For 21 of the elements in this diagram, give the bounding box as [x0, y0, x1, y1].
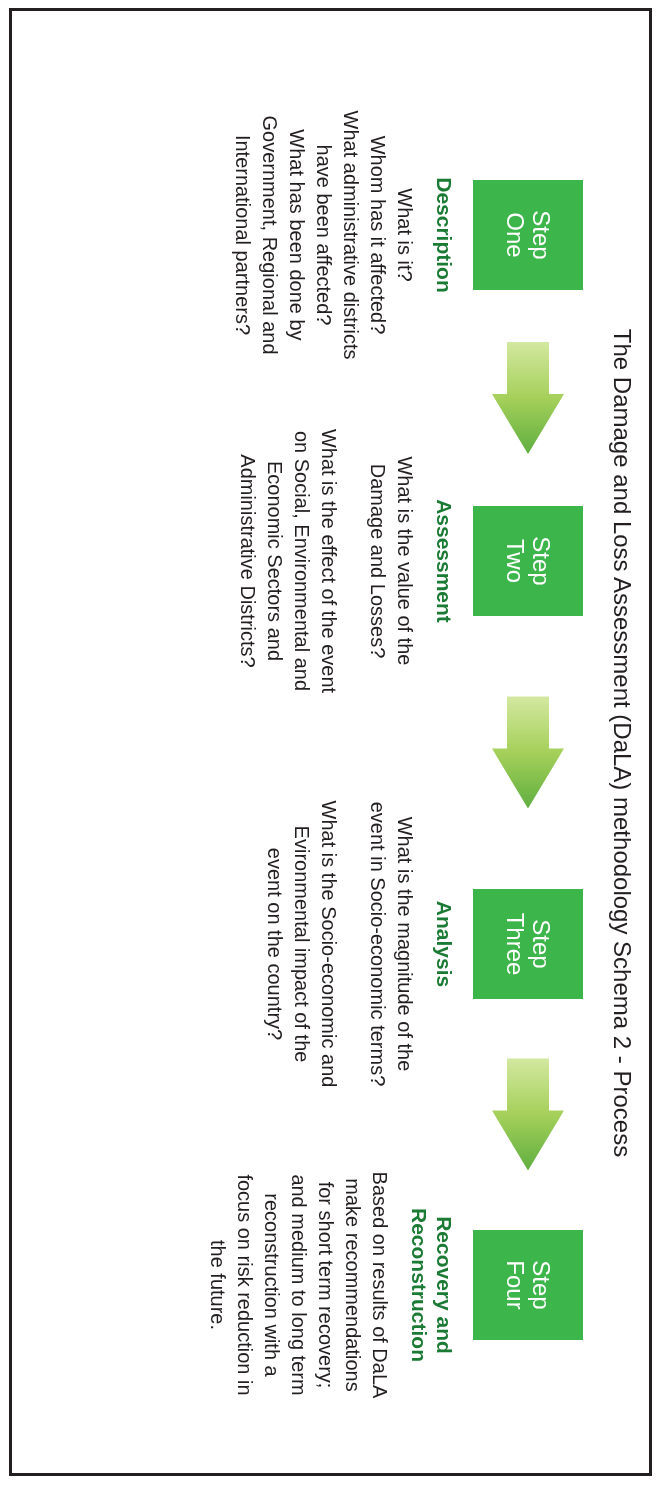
body-text: What is the value of the Damage and Losses?: [366, 455, 417, 668]
step-box: Step Four: [473, 1230, 583, 1340]
body-text: What administrative districts have been affected?: [312, 109, 363, 362]
body-text: What has been done by Government, Regional and International partners?: [231, 114, 309, 357]
step-box: Step One: [473, 180, 583, 290]
step-heading: Recovery and Reconstruction: [407, 1207, 457, 1364]
arrow: [492, 1058, 564, 1171]
body-text: What is the Socio-economic and Evironmental impact of the event on the country?: [263, 799, 341, 1089]
body-text: What is the effect of the event on Social, Environmental and Economic Sectors and Administrative Districts?: [236, 427, 341, 696]
body-text: Whom has it affected?: [366, 135, 390, 335]
body-text: Based on results of DaLA make recommendations for short term recovery; and medium to long term reconstruction with a focus on risk reduction in the future.: [206, 1170, 392, 1401]
step-box: Step Two: [473, 506, 583, 616]
diagram-title: The Damage and Loss Assessment (DaLA) methodology Schema 2 - Process: [609, 328, 636, 1158]
step-box: Step Three: [473, 889, 583, 999]
body-text: What is the magnitude of the event in Socio-economic terms?: [366, 800, 417, 1089]
body-text: What is it?: [393, 188, 417, 282]
step-heading: Description: [432, 177, 457, 293]
step-heading: Analysis: [432, 900, 457, 988]
arrow: [492, 342, 564, 454]
step-heading: Assessment: [432, 499, 457, 623]
arrow: [492, 696, 564, 809]
